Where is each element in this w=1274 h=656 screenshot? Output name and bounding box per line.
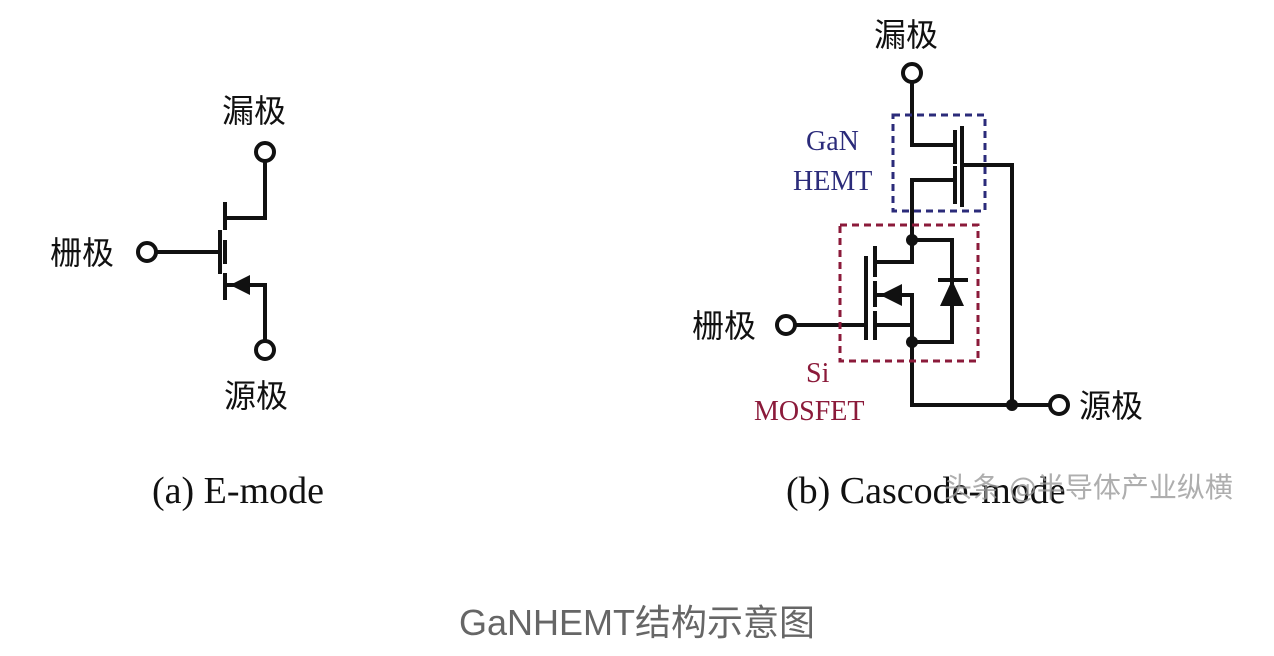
emode-gate-label: 栅极 bbox=[50, 234, 114, 272]
gan-hemt-box bbox=[891, 113, 987, 213]
diode-triangle bbox=[940, 280, 964, 306]
cascode-drain-label: 漏极 bbox=[874, 16, 938, 54]
cascode-gate-label: 栅极 bbox=[692, 307, 756, 345]
gan-label-line2: HEMT bbox=[793, 166, 872, 197]
emode-drain-label: 漏极 bbox=[222, 92, 286, 130]
watermark: 头条 @半导体产业纵横 bbox=[944, 471, 1233, 504]
junction-dot bbox=[906, 234, 918, 246]
cascode-source-terminal bbox=[1048, 394, 1070, 416]
si-label-line2: MOSFET bbox=[754, 396, 864, 427]
junction-dot bbox=[1006, 399, 1018, 411]
junction-dot bbox=[906, 336, 918, 348]
emode-gate-terminal bbox=[136, 241, 158, 263]
cascode-source-label: 源极 bbox=[1079, 387, 1143, 425]
si-mosfet-box bbox=[838, 223, 980, 363]
emode-caption: (a) E-mode bbox=[152, 470, 324, 512]
si-mosfet-symbol bbox=[793, 238, 968, 344]
gan-label-line1: GaN bbox=[806, 126, 859, 157]
emode-arrow bbox=[230, 275, 250, 295]
figure-caption: GaNHEMT结构示意图 bbox=[458, 602, 815, 643]
si-label-line1: Si bbox=[806, 358, 830, 389]
emode-transistor bbox=[136, 141, 276, 361]
mosfet-arrow bbox=[880, 284, 902, 306]
emode-drain-terminal bbox=[254, 141, 276, 163]
cascode-caption: (b) Cascode-mode bbox=[786, 470, 1066, 512]
gan-hemt-symbol bbox=[910, 126, 1014, 242]
emode-source-label: 源极 bbox=[224, 377, 288, 415]
cascode-drain-terminal bbox=[901, 62, 923, 84]
cascode-gate-terminal bbox=[775, 314, 797, 336]
emode-source-terminal bbox=[254, 339, 276, 361]
